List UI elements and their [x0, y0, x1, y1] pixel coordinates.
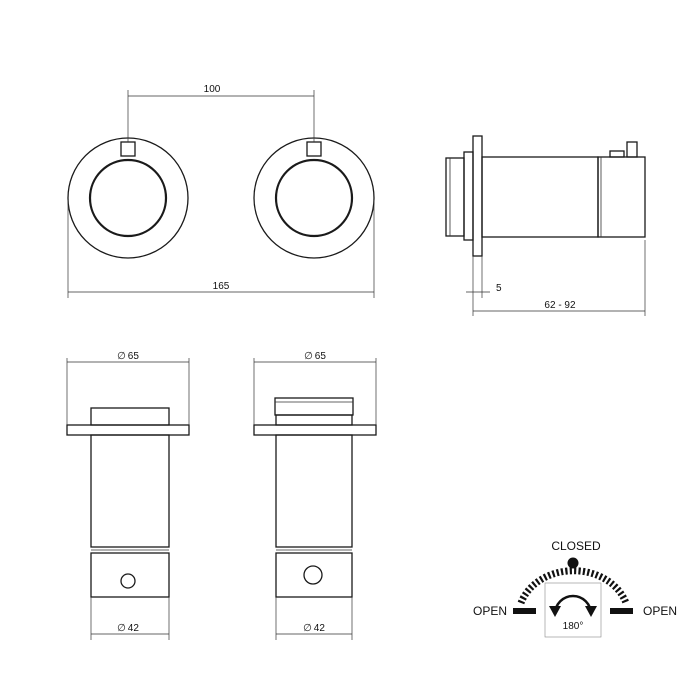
right-knob	[274, 158, 354, 238]
right-screw-hole	[303, 565, 323, 585]
dim-plate-diameter-left: ∅65	[117, 351, 139, 362]
dim-plate-diameter-right: ∅65	[304, 351, 326, 362]
side-stem-tip	[626, 141, 638, 158]
side-view: 5 62 - 92	[445, 135, 646, 316]
right-spacer	[275, 414, 353, 426]
front-view: 100 165	[67, 84, 375, 298]
open-left-label: OPEN	[473, 604, 507, 618]
right-lever-tab	[306, 141, 322, 157]
side-wall-plate	[472, 135, 483, 257]
right-flange	[253, 424, 377, 436]
left-screw-hole	[120, 573, 136, 589]
left-lever-tab	[120, 141, 136, 157]
rotation-arrow-head-left	[549, 606, 561, 617]
bottom-view-right: ∅65 ∅42	[253, 351, 377, 640]
dim-plate-thickness: 5	[496, 283, 502, 294]
rotation-angle: 180°	[563, 621, 584, 632]
dim-depth-range: 62 - 92	[544, 300, 576, 311]
left-flange	[66, 424, 190, 436]
bottom-view-left: ∅65 ∅42	[66, 351, 190, 640]
dim-body-diameter-left: ∅42	[117, 623, 139, 634]
rotation-diagram: CLOSED OPEN OPEN 180°	[473, 539, 677, 638]
left-cartridge	[90, 552, 170, 598]
left-knob-cap	[90, 407, 170, 426]
right-knob-cap	[274, 397, 354, 416]
right-cartridge	[275, 552, 353, 598]
open-right-bar	[610, 608, 633, 614]
side-body	[481, 156, 599, 238]
closed-label: CLOSED	[551, 539, 601, 553]
dim-body-diameter-right: ∅42	[303, 623, 325, 634]
closed-dot	[567, 557, 579, 569]
left-body	[90, 434, 170, 548]
side-knob	[445, 157, 465, 237]
dim-center-distance: 100	[204, 84, 221, 95]
rotation-arrow-head-right	[585, 606, 597, 617]
open-left-bar	[513, 608, 536, 614]
open-right-label: OPEN	[643, 604, 677, 618]
side-spacer	[463, 151, 474, 241]
left-knob	[88, 158, 168, 238]
right-body	[275, 434, 353, 548]
dim-overall-width: 165	[213, 281, 230, 292]
side-cartridge	[597, 156, 646, 238]
side-stem	[609, 150, 625, 158]
